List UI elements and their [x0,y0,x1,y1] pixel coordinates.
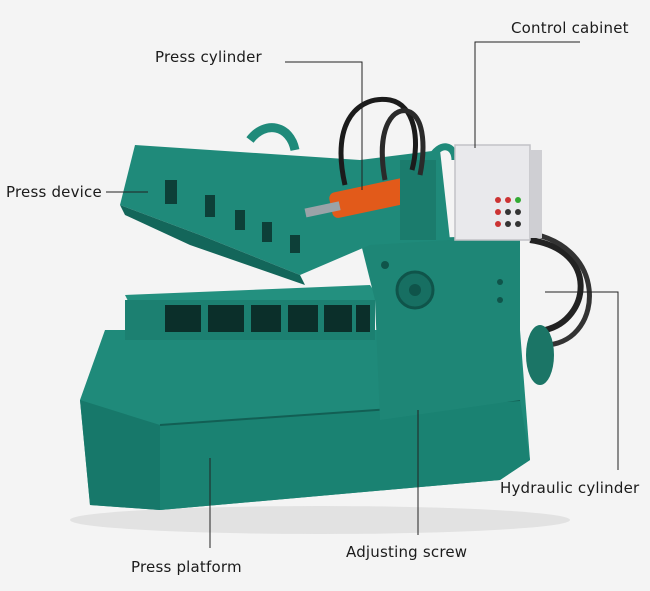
label-hydraulic-cylinder: Hydraulic cylinder [500,479,640,497]
ground-shadow [70,506,570,534]
label-control-cabinet: Control cabinet [511,19,629,37]
frame-bolt [497,279,503,285]
cylinder-mount [400,160,436,240]
label-press-cylinder: Press cylinder [155,48,262,66]
press-cylinder-rod [304,201,341,218]
lifting-ear-2 [426,143,459,162]
press-arm [120,145,450,275]
platform-slots [165,305,370,332]
cabinet-buttons [495,197,521,227]
top-hose [338,96,418,186]
leader-hydraulic-cylinder [545,291,619,470]
control-cabinet-side [530,150,542,238]
press-cylinder-body [329,178,411,218]
leader-lines [106,41,619,548]
leader-press-cylinder [285,61,363,190]
leader-control-cabinet [474,41,580,148]
machine-base-bottom-band [160,400,530,510]
arm-teeth [165,180,300,253]
press-arm-underside [120,205,305,285]
frame-bolt [381,261,389,269]
rear-wheel [526,325,554,385]
label-press-platform: Press platform [131,558,242,576]
top-hose-2 [379,108,426,181]
lifting-ear [246,123,300,152]
label-adjusting-screw: Adjusting screw [346,543,468,561]
frame-bolt [497,297,503,303]
adjusting-wheel-hub [409,284,421,296]
rear-hose-2 [519,229,592,348]
rear-hose [529,237,584,333]
machine-base-front [80,400,160,510]
label-press-device: Press device [6,183,102,201]
